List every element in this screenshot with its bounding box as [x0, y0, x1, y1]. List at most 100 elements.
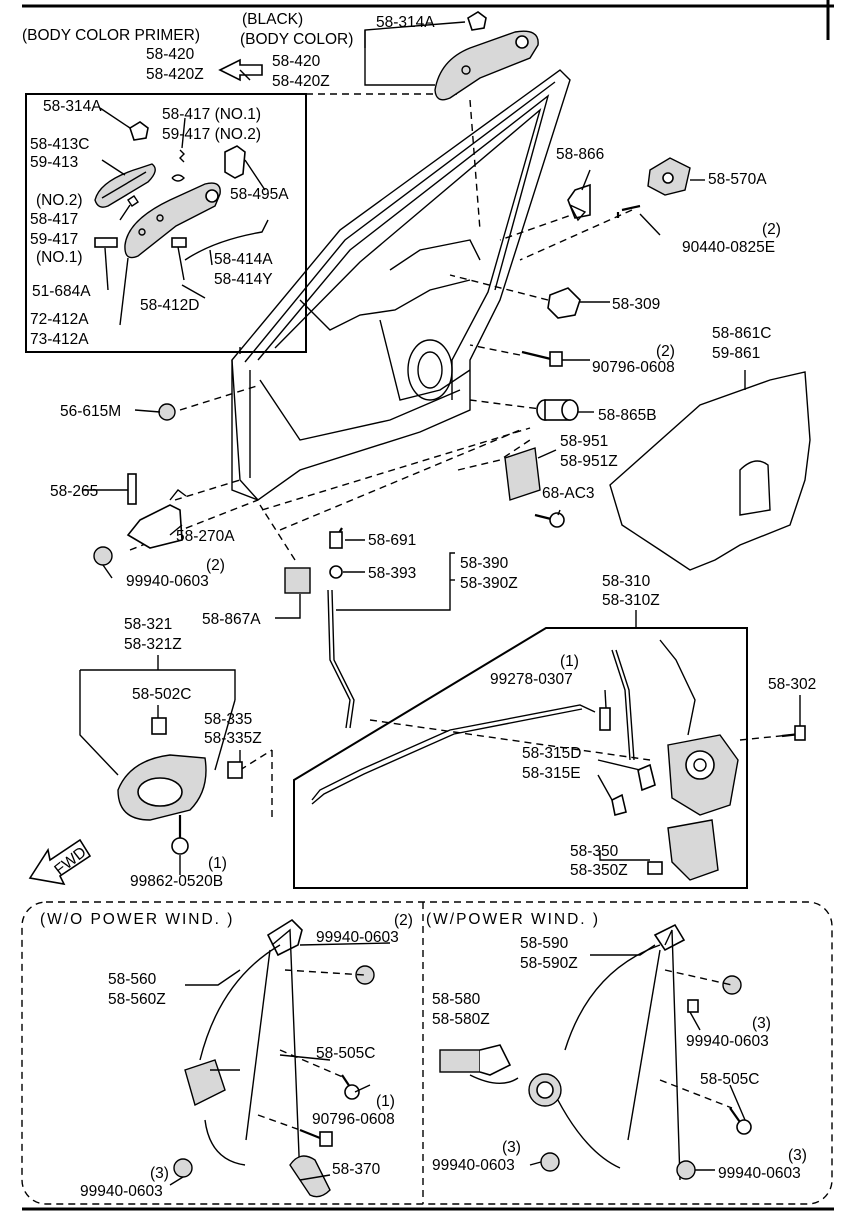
label-right-99940-a: 99940-0603 — [686, 1033, 769, 1050]
label-58-413c: 58-413C — [30, 136, 89, 153]
label-58-350z: 58-350Z — [570, 862, 628, 879]
nut-99940-top-left — [355, 965, 375, 985]
label-right-99940-c: 99940-0603 — [718, 1165, 801, 1182]
inner-handle-bracket — [80, 669, 236, 700]
label-qty-1-b: (1) — [208, 855, 227, 872]
nut-99940-right-c — [676, 1160, 696, 1180]
label-90796-0608-a: 90796-0608 — [592, 359, 675, 376]
label-58-502c: 58-502C — [132, 686, 191, 703]
bracket-58-570a — [647, 157, 691, 196]
label-58-310z: 58-310Z — [602, 592, 660, 609]
label-left-58-505c: 58-505C — [316, 1045, 375, 1062]
bracket-58-495a — [224, 145, 246, 179]
label-left-qty-1: (1) — [376, 1093, 395, 1110]
nut-99940-bot-left — [173, 1158, 193, 1178]
label-qty-1-a: (1) — [560, 653, 579, 670]
outer-handle-58-420 — [434, 30, 539, 101]
label-58-861c: 58-861C — [712, 325, 771, 342]
screw-90440 — [616, 204, 641, 218]
label-58-414a: 58-414A — [214, 251, 273, 268]
rod-58-691 — [329, 527, 343, 549]
label-59-861: 59-861 — [712, 345, 760, 362]
label-58-865b: 58-865B — [598, 407, 657, 424]
label-without-power-window: (W/O POWER WIND. ) — [40, 911, 234, 928]
label-left-99940-top: 99940-0603 — [316, 929, 399, 946]
label-58-691: 58-691 — [368, 532, 416, 549]
label-right-qty-3-c: (3) — [788, 1147, 807, 1164]
label-right-qty-3-a: (3) — [752, 1015, 771, 1032]
crank-handle-58-370 — [289, 1155, 331, 1198]
outer-handle-cover — [94, 163, 156, 208]
label-qty-2-c: (2) — [206, 557, 225, 574]
label-56-615m: 56-615M — [60, 403, 121, 420]
label-58-951z: 58-951Z — [560, 453, 618, 470]
label-right-99940-b: 99940-0603 — [432, 1157, 515, 1174]
label-58-580: 58-580 — [432, 991, 481, 1008]
label-58-315d: 58-315D — [522, 745, 581, 762]
label-59-413: 59-413 — [30, 154, 78, 171]
rod-long-58-310 — [311, 704, 596, 805]
bracket-58-951 — [504, 447, 541, 501]
label-58-420z-a: 58-420Z — [146, 66, 204, 83]
label-58-393: 58-393 — [368, 565, 416, 582]
sealing-screen-58-861c — [609, 371, 811, 571]
label-58-495a: 58-495A — [230, 186, 289, 203]
label-58-270a: 58-270A — [176, 528, 235, 545]
label-58-590z: 58-590Z — [520, 955, 578, 972]
label-58-335: 58-335 — [204, 711, 252, 728]
label-58-420-b: 58-420 — [272, 53, 321, 70]
label-59-417-no2: 59-417 (NO.2) — [162, 126, 261, 143]
clip-58-314a-top — [467, 11, 487, 31]
label-left-qty-2: (2) — [394, 912, 413, 929]
label-73-412a: 73-412A — [30, 331, 89, 348]
rod-99278 — [599, 707, 611, 731]
manual-regulator-58-560 — [184, 918, 303, 1181]
bolt-58-505c-left — [341, 1074, 360, 1100]
inner-handle-58-321 — [117, 754, 207, 821]
label-58-412d: 58-412D — [140, 297, 199, 314]
label-58-314a-top: 58-314A — [376, 14, 435, 31]
label-58-570a: 58-570A — [708, 171, 767, 188]
label-58-580z: 58-580Z — [432, 1011, 490, 1028]
label-99862-0520b: 99862-0520B — [130, 873, 223, 890]
cap-58-335 — [227, 761, 243, 779]
label-68-ac3: 68-AC3 — [542, 485, 595, 502]
label-58-560z: 58-560Z — [108, 991, 166, 1008]
label-qty-2-b: (2) — [656, 343, 675, 360]
label-qty-2-a: (2) — [762, 221, 781, 238]
label-58-866: 58-866 — [556, 146, 604, 163]
color-option-arrow — [218, 58, 263, 82]
nut-99940-right-a — [722, 975, 742, 995]
stud-58-265 — [127, 473, 137, 505]
nut-99940-right-b — [540, 1152, 560, 1172]
label-58-265: 58-265 — [50, 483, 98, 500]
latch-58-310 — [667, 734, 739, 816]
label-72-412a: 72-412A — [30, 311, 89, 328]
motor-58-580 — [439, 1044, 519, 1084]
label-58-951: 58-951 — [560, 433, 608, 450]
label-99278-0307: 99278-0307 — [490, 671, 573, 688]
label-59-417: 59-417 — [30, 231, 78, 248]
label-58-560: 58-560 — [108, 971, 157, 988]
label-58-315e: 58-315E — [522, 765, 581, 782]
label-left-90796-0608: 90796-0608 — [312, 1111, 395, 1128]
label-left-99940-bot: 99940-0603 — [80, 1183, 163, 1200]
clip-58-393 — [329, 565, 343, 579]
bottom-options-frame — [21, 901, 833, 1205]
label-58-335z: 58-335Z — [204, 730, 262, 747]
label-58-417: 58-417 — [30, 211, 78, 228]
label-58-314a-box: 58-314A — [43, 98, 102, 115]
cap-56-615m — [158, 403, 176, 421]
grommet-58-309 — [547, 287, 581, 319]
screw-99862 — [171, 815, 189, 855]
label-58-302: 58-302 — [768, 676, 816, 693]
label-58-414y: 58-414Y — [214, 271, 273, 288]
switch-58-867a — [284, 567, 311, 594]
label-90440-0825e: 90440-0825E — [682, 239, 775, 256]
label-58-390z: 58-390Z — [460, 575, 518, 592]
label-58-390: 58-390 — [460, 555, 509, 572]
label-58-350: 58-350 — [570, 843, 619, 860]
bolt-90796-left — [299, 1128, 333, 1147]
label-58-420-a: 58-420 — [146, 46, 195, 63]
